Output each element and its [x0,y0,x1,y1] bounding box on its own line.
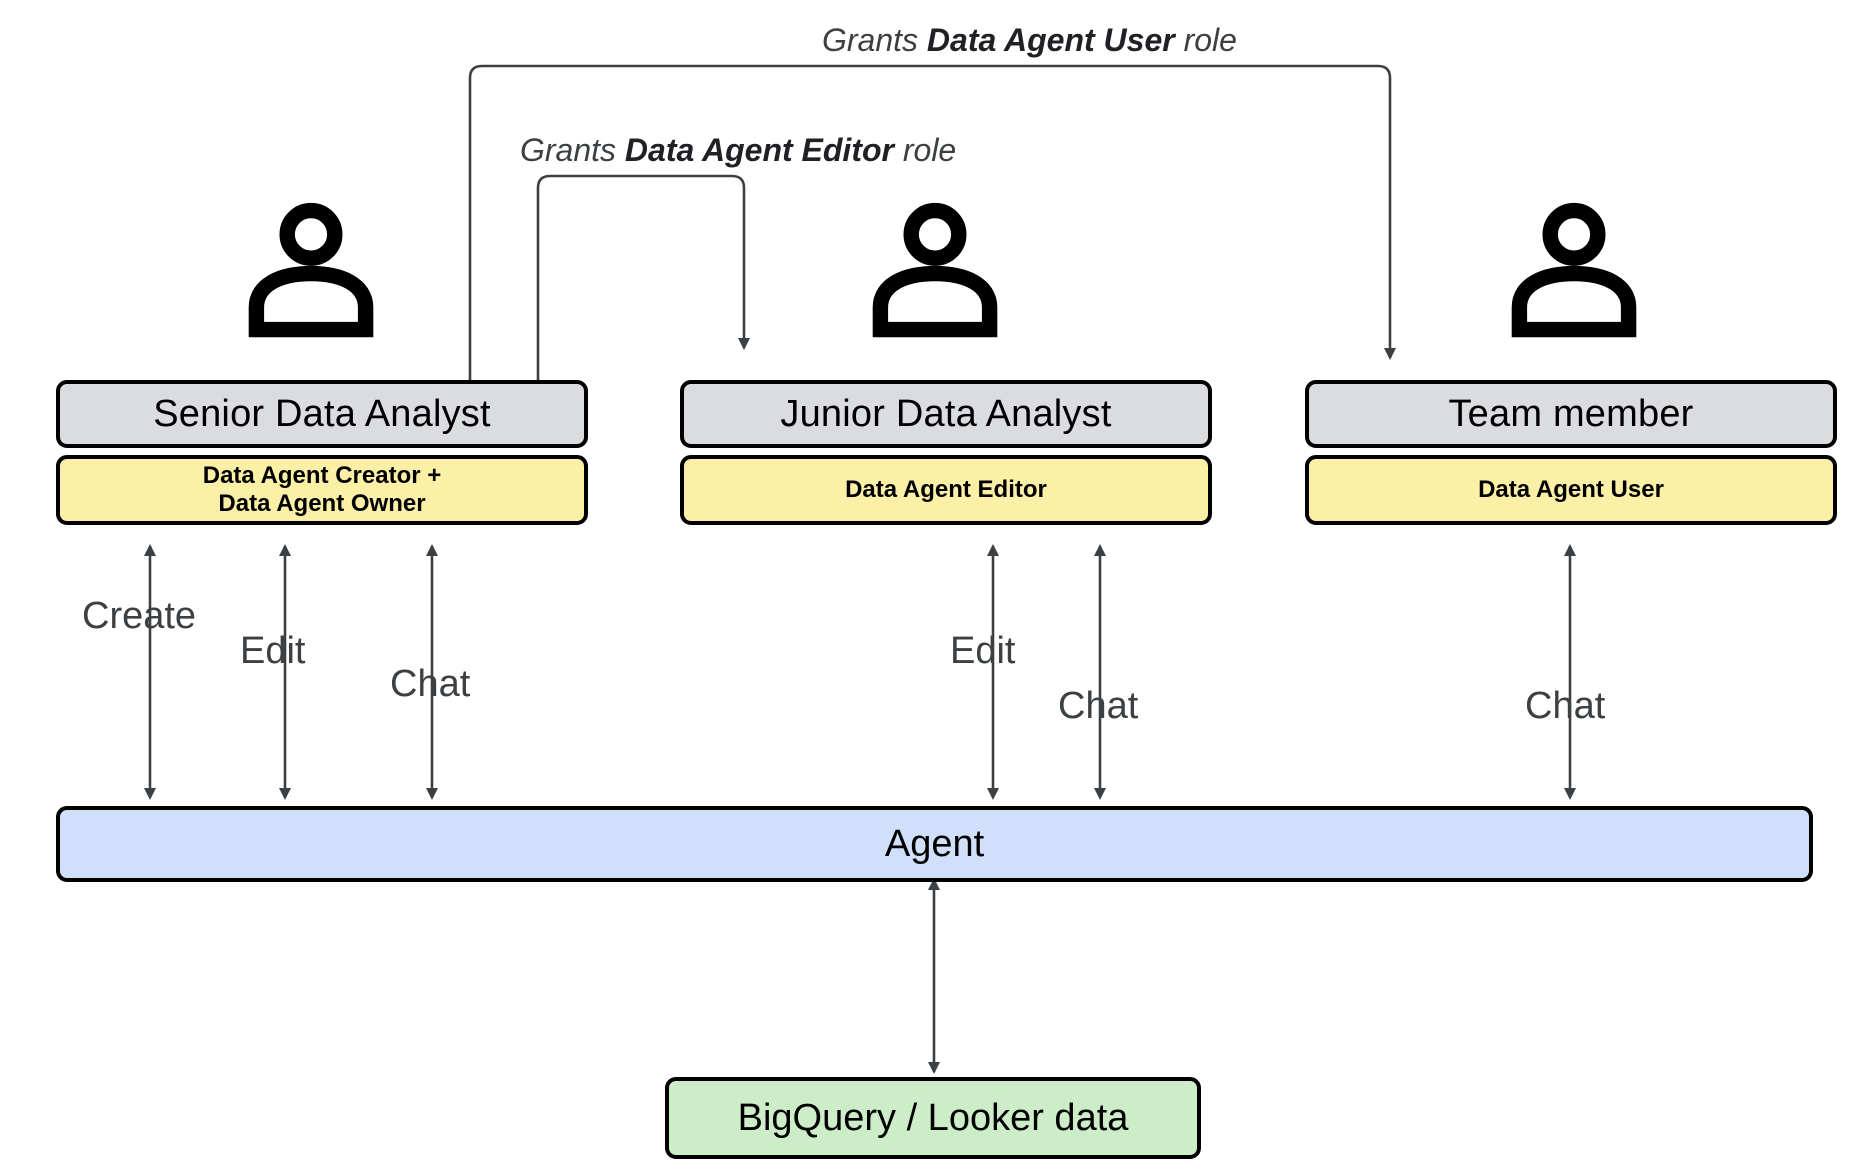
person-icon-senior-data-analyst [241,198,381,338]
grant-editor-suffix: role [893,132,957,168]
grant-label-data-agent-user: Grants Data Agent User role [822,22,1237,59]
grant-label-data-agent-editor: Grants Data Agent Editor role [520,132,956,169]
edge-label-chat-team: Chat [1525,685,1606,727]
grant-editor-prefix: Grants [520,132,625,168]
connector-grant-data-agent-editor [536,174,750,383]
edge-label-edit-senior: Edit [240,630,306,672]
node-team-member-badge[interactable]: Data Agent User [1305,455,1837,525]
node-agent[interactable]: Agent [56,806,1813,882]
edge-label-edit-junior: Edit [950,630,1016,672]
grant-user-prefix: Grants [822,22,927,58]
edge-label-create-senior: Create [82,595,197,637]
node-senior-data-analyst-title[interactable]: Senior Data Analyst [56,380,588,448]
node-team-member-title[interactable]: Team member [1305,380,1837,448]
node-junior-data-analyst-title[interactable]: Junior Data Analyst [680,380,1212,448]
grant-editor-role: Data Agent Editor [624,132,894,168]
senior-data-analyst-badge-line1: Data Agent Creator + [202,461,442,489]
bigquery-looker-data-label: BigQuery / Looker data [737,1096,1129,1139]
senior-data-analyst-title-text: Senior Data Analyst [153,392,491,435]
edge-label-chat-junior: Chat [1058,685,1139,727]
senior-data-analyst-badge-line2: Data Agent Owner [218,490,426,517]
person-icon-team-member [1504,198,1644,338]
edge-label-chat-senior: Chat [390,663,471,705]
grant-user-suffix: role [1174,22,1237,58]
grant-user-role: Data Agent User [926,22,1175,58]
junior-data-analyst-title-text: Junior Data Analyst [780,392,1112,435]
node-junior-data-analyst-badge[interactable]: Data Agent Editor [680,455,1212,525]
team-member-title-text: Team member [1448,392,1694,435]
person-icon-junior-data-analyst [865,198,1005,338]
agent-label: Agent [884,822,985,865]
junior-data-analyst-badge-text: Data Agent Editor [845,475,1047,503]
node-bigquery-looker-data[interactable]: BigQuery / Looker data [665,1077,1201,1159]
node-senior-data-analyst-badge[interactable]: Data Agent Creator + Data Agent Owner [56,455,588,525]
team-member-badge-text: Data Agent User [1478,475,1664,503]
